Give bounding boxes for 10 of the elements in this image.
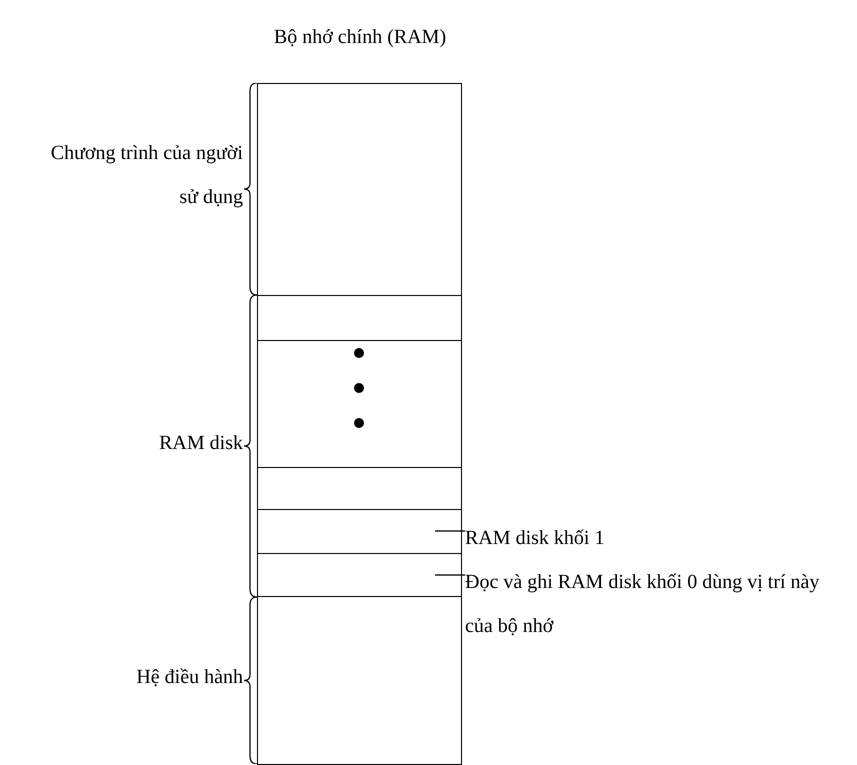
leader-line [435, 530, 465, 532]
memory-column [257, 83, 462, 765]
diagram-title: Bộ nhớ chính (RAM) [272, 25, 448, 50]
annotation-text: RAM disk khối 1 [465, 526, 606, 551]
memory-block [257, 553, 462, 597]
region-label: RAM disk [159, 431, 243, 456]
region-label: Chương trình của người sử dụng [50, 141, 243, 210]
region-label: Hệ điều hành [136, 665, 243, 690]
annotation-text: Đọc và ghi RAM disk khối 0 dùng vị trí này của bộ nhớ [465, 570, 820, 639]
leader-line [435, 574, 465, 576]
